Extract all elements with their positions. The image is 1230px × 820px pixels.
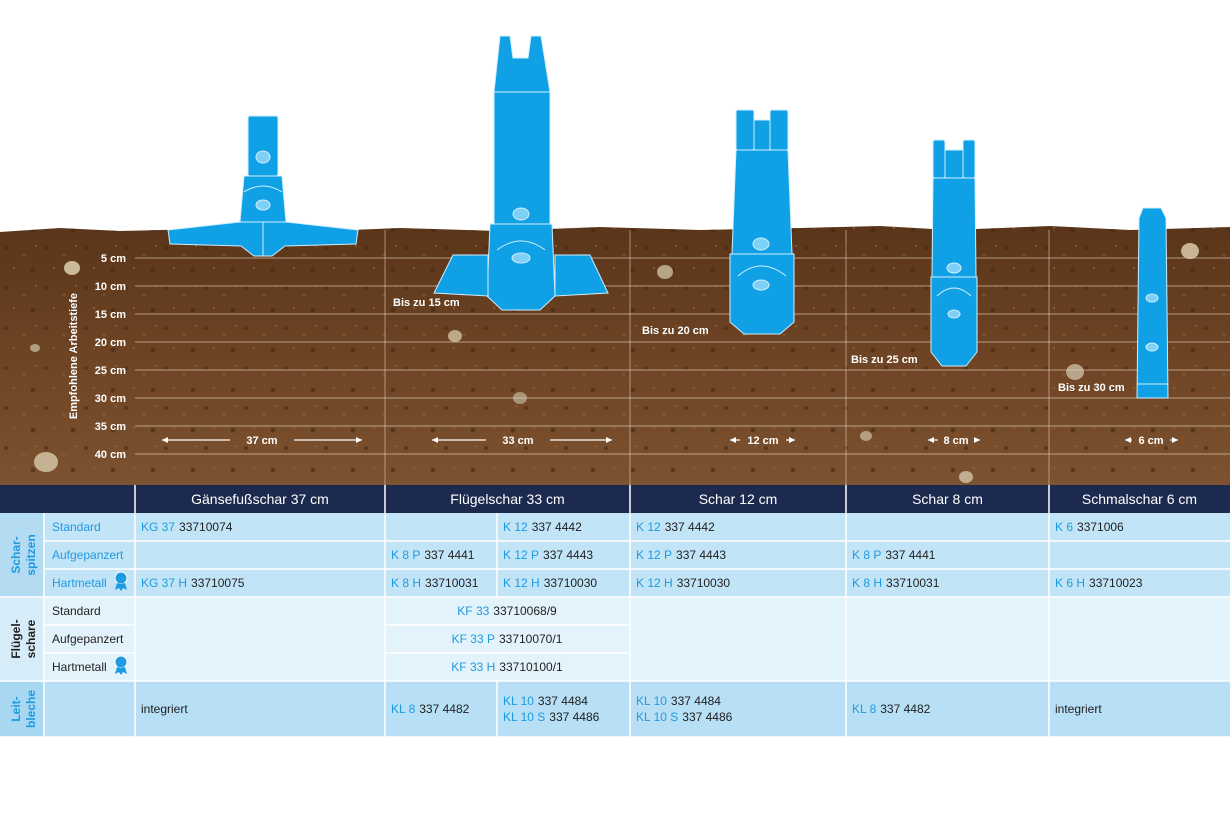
depth-tick-label: 35 cm (95, 421, 126, 433)
row-label-standard: Standard (52, 520, 101, 534)
stones (30, 243, 1199, 483)
share-12cm-icon (729, 109, 795, 335)
depth-label-s8: Bis zu 25 cm (851, 354, 918, 366)
row-label-hartmetall: Hartmetall (52, 576, 107, 590)
column-header: Flügelschar 33 cm (450, 491, 564, 507)
group-label-leitbleche-2: bleche (24, 690, 38, 728)
width-label: 6 cm (1138, 435, 1163, 447)
share-8cm-icon (930, 139, 978, 367)
depth-label-s6: Bis zu 30 cm (1058, 382, 1125, 394)
depth-tick-label: 30 cm (95, 393, 126, 405)
wing-share-icon (433, 35, 609, 311)
column-header: Schar 8 cm (912, 491, 983, 507)
group-label-fluegelschare-1: Flügel- (9, 619, 23, 658)
width-label: 8 cm (943, 435, 968, 447)
depth-tick-label: 15 cm (95, 309, 126, 321)
depth-tick-label: 40 cm (95, 449, 126, 461)
narrow-share-6cm-icon (1136, 207, 1169, 399)
width-label: 37 cm (246, 435, 277, 447)
axis-label: Empfohlene Arbeitstiefe (68, 293, 80, 419)
group-label-scharspitzen-2: spitzen (24, 534, 38, 575)
depth-label-f33: Bis zu 15 cm (393, 297, 460, 309)
hartmetall-badge-icon (114, 571, 128, 591)
group-label-leitbleche-1: Leit- (9, 696, 23, 721)
column-header: Schar 12 cm (699, 491, 778, 507)
width-arrow-s12: 12 cm (730, 435, 795, 447)
width-arrows: 37 cm 33 cm 12 cm 8 cm 6 cm (162, 435, 1178, 447)
depth-gridlines: 5 cm 10 cm 15 cm 20 cm 25 cm 30 cm 35 cm 40 cm (95, 230, 1230, 485)
row-label-aufgepanzert: Aufgepanzert (52, 548, 124, 562)
group-label-fluegelschare-2: schare (24, 619, 38, 658)
cell-lb-s6: integriert (1055, 702, 1102, 716)
row-label-fl-aufgepanzert: Aufgepanzert (52, 632, 124, 646)
width-arrow-s6: 6 cm (1125, 435, 1178, 447)
depth-tick-label: 25 cm (95, 365, 126, 377)
cell-lb-g37: integriert (141, 702, 188, 716)
depth-label-s12: Bis zu 20 cm (642, 325, 709, 337)
group-label-scharspitzen-1: Schar- (9, 536, 23, 573)
column-header: Gänsefußschar 37 cm (191, 491, 329, 507)
goosefoot-share-icon (167, 115, 359, 257)
width-arrow-g37: 37 cm (162, 435, 362, 447)
row-label-fl-standard: Standard (52, 604, 101, 618)
depth-tick-label: 20 cm (95, 337, 126, 349)
depth-tick-label: 5 cm (101, 253, 126, 265)
width-label: 33 cm (502, 435, 533, 447)
depth-tick-label: 10 cm (95, 281, 126, 293)
width-arrow-f33: 33 cm (432, 435, 612, 447)
column-header: Schmalschar 6 cm (1082, 491, 1197, 507)
width-label: 12 cm (747, 435, 778, 447)
row-label-fl-hartmetall: Hartmetall (52, 660, 107, 674)
hartmetall-badge-icon (114, 655, 128, 675)
parts-table: Gänsefußschar 37 cm Flügelschar 33 cm Scha… (0, 485, 1230, 737)
width-arrow-s8: 8 cm (928, 435, 980, 447)
